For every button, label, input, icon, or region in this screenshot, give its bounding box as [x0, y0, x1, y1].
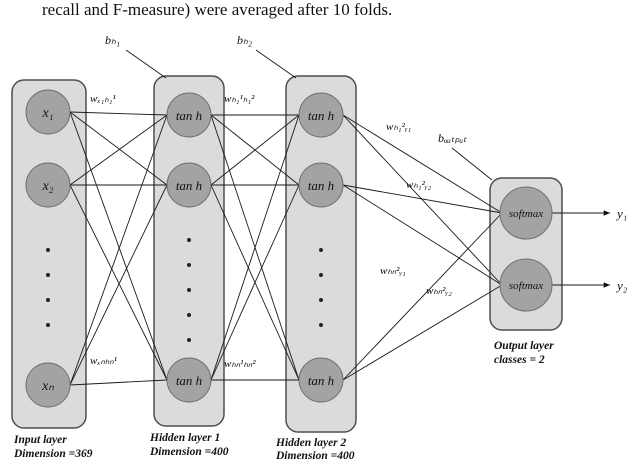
- weight-label-hn1hn2: wₕₙ¹ₕₙ²: [224, 358, 256, 370]
- ellipsis-dot: [319, 323, 323, 327]
- hidden1-node: [166, 92, 212, 138]
- weight-label-hn2y2: wₕₙ²ᵧ₂: [426, 285, 452, 297]
- hidden2-node: [298, 92, 344, 138]
- weight-label-h11h12: wₕ₁¹ₕ₁²: [224, 93, 255, 105]
- ellipsis-dot: [46, 323, 50, 327]
- output-label-y2: y₂: [615, 278, 628, 293]
- tanh-node-label: tan h: [308, 178, 334, 193]
- connection-line: [342, 284, 503, 381]
- weight-label-h12y2: wₕ₁²ᵧ₂: [406, 179, 431, 191]
- hidden2-layer-caption: Hidden layer 2: [275, 437, 347, 449]
- input-node-label: x₂: [41, 179, 53, 194]
- paper-text-line: recall and F-measure) were averaged afte…: [42, 0, 392, 19]
- input-node-x2: [25, 162, 71, 208]
- output-layer-caption: Output layer: [494, 340, 554, 352]
- hidden1-layer-dimension: Dimension =400: [149, 446, 229, 458]
- input-layer-caption: Input layer: [13, 434, 67, 446]
- ellipsis-dot: [46, 273, 50, 277]
- ellipsis-dot: [46, 248, 50, 252]
- connection-line: [69, 114, 168, 386]
- weight-label-hn2y1: wₕₙ²ᵧ₁: [380, 265, 406, 277]
- bias-line-h2: [255, 49, 297, 79]
- bias-label-output: bₒᵤₜₚᵤₜ: [438, 131, 467, 145]
- tanh-node-label: tan h: [176, 373, 202, 388]
- hidden1-node: [166, 162, 212, 208]
- input-layer-box: [11, 79, 87, 429]
- connection-line: [69, 114, 168, 186]
- ellipsis-dot: [187, 313, 191, 317]
- bias-line-h1: [125, 49, 167, 79]
- connection-line: [210, 114, 300, 186]
- connection-line: [210, 114, 300, 381]
- tanh-node-label: tan h: [176, 108, 202, 123]
- connection-line: [342, 114, 503, 286]
- bias-line-output: [451, 147, 493, 181]
- tanh-node-label: tan h: [176, 178, 202, 193]
- ellipsis-dot: [319, 298, 323, 302]
- ellipsis-dot: [187, 263, 191, 267]
- connection-line: [210, 184, 300, 381]
- input-node-xn: [25, 362, 71, 408]
- hidden2-layer-box: [285, 75, 357, 433]
- weight-label-h12y1: wₕ₁²ᵧ₁: [386, 121, 411, 133]
- connection-line: [342, 184, 503, 286]
- tanh-node-label: tan h: [308, 108, 334, 123]
- connection-line: [69, 184, 168, 381]
- connection-line: [69, 111, 168, 381]
- input-node-label: x₁: [41, 106, 53, 121]
- connection-line: [342, 114, 503, 214]
- connection-line: [69, 379, 168, 386]
- hidden2-node: [298, 357, 344, 403]
- hidden1-node: [166, 357, 212, 403]
- bias-label-h2: bₕ₂: [237, 33, 252, 47]
- ellipsis-dot: [319, 273, 323, 277]
- ellipsis-dot: [46, 298, 50, 302]
- tanh-node-label: tan h: [308, 373, 334, 388]
- input-node-x1: [25, 89, 71, 135]
- hidden1-layer-box: [153, 75, 225, 427]
- input-node-label: xₙ: [41, 379, 54, 394]
- output-layer-classes: classes = 2: [494, 354, 545, 366]
- hidden2-node: [298, 162, 344, 208]
- hidden1-layer-caption: Hidden layer 1: [149, 432, 220, 444]
- weight-label-x1h1: wₓ₁ₕ₁¹: [90, 93, 116, 105]
- ellipsis-dot: [187, 288, 191, 292]
- output-node-y1: [499, 186, 553, 240]
- connection-line: [69, 111, 168, 186]
- ellipsis-dot: [187, 338, 191, 342]
- output-node-y2: [499, 258, 553, 312]
- connection-line: [342, 184, 503, 214]
- softmax-node-label: softmax: [509, 280, 543, 292]
- ellipsis-dot: [187, 238, 191, 242]
- connection-line: [342, 212, 503, 381]
- weight-label-xnhn1: wₓₙₕₙ¹: [90, 355, 117, 367]
- output-label-y1: y₁: [615, 206, 627, 221]
- ellipsis-dot: [319, 248, 323, 252]
- input-layer-dimension: Dimension =369: [13, 448, 93, 460]
- connection-line: [69, 184, 168, 386]
- bias-label-h1: bₕ₁: [105, 33, 120, 47]
- connection-line: [69, 111, 168, 116]
- hidden2-layer-dimension: Dimension =400: [275, 450, 355, 460]
- softmax-node-label: softmax: [509, 208, 543, 220]
